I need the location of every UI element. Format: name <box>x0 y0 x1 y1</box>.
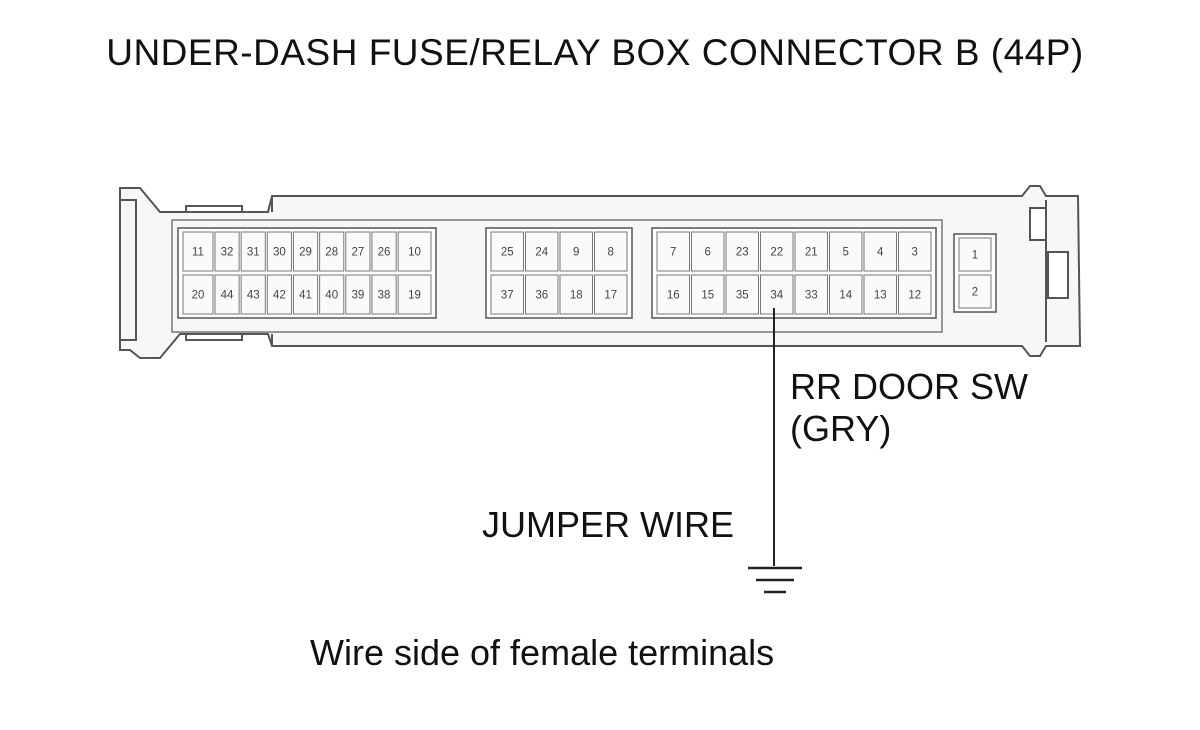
terminal-label-11: 11 <box>192 247 204 259</box>
ground-symbol-icon <box>748 566 802 594</box>
terminal-label-33: 33 <box>805 290 818 302</box>
terminal-22 <box>760 231 794 272</box>
terminal-label-41: 41 <box>299 290 312 302</box>
terminal-label-12: 12 <box>908 290 921 302</box>
terminal-32 <box>214 231 240 272</box>
terminal-36 <box>525 274 559 315</box>
terminal-28 <box>319 231 345 272</box>
terminal-33 <box>794 274 828 315</box>
terminal-label-5: 5 <box>843 247 849 259</box>
terminal-label-25: 25 <box>501 247 514 259</box>
terminal-label-3: 3 <box>912 247 918 259</box>
wire-label-name: RR DOOR SW <box>790 366 1028 407</box>
terminal-label-6: 6 <box>705 247 711 259</box>
terminal-34 <box>760 274 794 315</box>
terminal-label-13: 13 <box>874 290 887 302</box>
terminal-label-4: 4 <box>877 247 884 259</box>
terminal-label-28: 28 <box>325 247 338 259</box>
terminal-label-36: 36 <box>535 290 548 302</box>
terminal-label-17: 17 <box>604 290 617 302</box>
terminal-35 <box>725 274 759 315</box>
connector-frame <box>171 219 943 333</box>
terminal-30 <box>266 231 292 272</box>
jumper-wire-label: JUMPER WIRE <box>482 504 734 545</box>
terminal-label-43: 43 <box>247 290 260 302</box>
terminal-label-21: 21 <box>805 247 818 259</box>
terminal-15 <box>691 274 725 315</box>
terminal-3 <box>898 231 932 272</box>
terminal-label-30: 30 <box>273 247 286 259</box>
terminal-44 <box>214 274 240 315</box>
terminal-17 <box>594 274 628 315</box>
terminal-2 <box>958 274 992 309</box>
terminal-label-22: 22 <box>770 247 783 259</box>
terminal-label-15: 15 <box>701 290 714 302</box>
terminal-5 <box>829 231 863 272</box>
terminal-42 <box>266 274 292 315</box>
terminal-27 <box>345 231 371 272</box>
terminal-1 <box>958 237 992 272</box>
terminal-23 <box>725 231 759 272</box>
terminal-12 <box>898 274 932 315</box>
wire-label: RR DOOR SW (GRY) <box>790 366 1028 450</box>
terminal-7 <box>656 231 690 272</box>
terminal-41 <box>292 274 319 315</box>
diagram-title: UNDER-DASH FUSE/RELAY BOX CONNECTOR B (4… <box>106 32 1084 73</box>
terminal-43 <box>240 274 266 315</box>
diagram-caption: Wire side of female terminals <box>310 632 775 673</box>
terminal-label-37: 37 <box>501 290 514 302</box>
terminal-label-38: 38 <box>378 290 391 302</box>
terminal-label-34: 34 <box>770 290 783 302</box>
terminal-label-27: 27 <box>351 247 364 259</box>
terminal-29 <box>292 231 319 272</box>
terminal-26 <box>371 231 397 272</box>
terminal-37 <box>490 274 524 315</box>
terminal-19 <box>397 274 432 315</box>
terminal-label-42: 42 <box>273 290 286 302</box>
terminal-label-18: 18 <box>570 290 583 302</box>
terminal-24 <box>525 231 559 272</box>
terminal-label-20: 20 <box>192 290 205 302</box>
terminal-16 <box>656 274 690 315</box>
terminal-14 <box>829 274 863 315</box>
terminal-4 <box>863 231 897 272</box>
terminal-label-29: 29 <box>299 247 312 259</box>
terminal-10 <box>397 231 432 272</box>
terminal-label-31: 31 <box>247 247 260 259</box>
terminal-label-32: 32 <box>221 247 234 259</box>
terminal-label-19: 19 <box>408 290 421 302</box>
terminal-label-35: 35 <box>736 290 749 302</box>
terminal-label-1: 1 <box>972 250 978 262</box>
terminal-label-7: 7 <box>670 247 676 259</box>
terminal-label-2: 2 <box>972 287 978 299</box>
terminal-25 <box>490 231 524 272</box>
terminal-label-44: 44 <box>221 290 234 302</box>
terminal-13 <box>863 274 897 315</box>
terminal-38 <box>371 274 397 315</box>
terminal-20 <box>182 274 214 315</box>
terminal-11 <box>182 231 214 272</box>
terminal-6 <box>691 231 725 272</box>
terminal-label-16: 16 <box>667 290 680 302</box>
terminal-9 <box>559 231 593 272</box>
terminal-label-8: 8 <box>608 247 614 259</box>
terminal-label-26: 26 <box>378 247 391 259</box>
terminal-21 <box>794 231 828 272</box>
terminal-label-24: 24 <box>535 247 548 259</box>
terminal-label-9: 9 <box>573 247 579 259</box>
terminal-40 <box>319 274 345 315</box>
terminal-label-23: 23 <box>736 247 749 259</box>
terminal-18 <box>559 274 593 315</box>
terminal-label-14: 14 <box>839 290 852 302</box>
terminal-8 <box>594 231 628 272</box>
terminal-label-39: 39 <box>351 290 364 302</box>
terminal-39 <box>345 274 371 315</box>
wire-label-color: (GRY) <box>790 408 892 449</box>
terminal-label-10: 10 <box>408 247 421 259</box>
terminal-label-40: 40 <box>325 290 338 302</box>
terminal-31 <box>240 231 266 272</box>
